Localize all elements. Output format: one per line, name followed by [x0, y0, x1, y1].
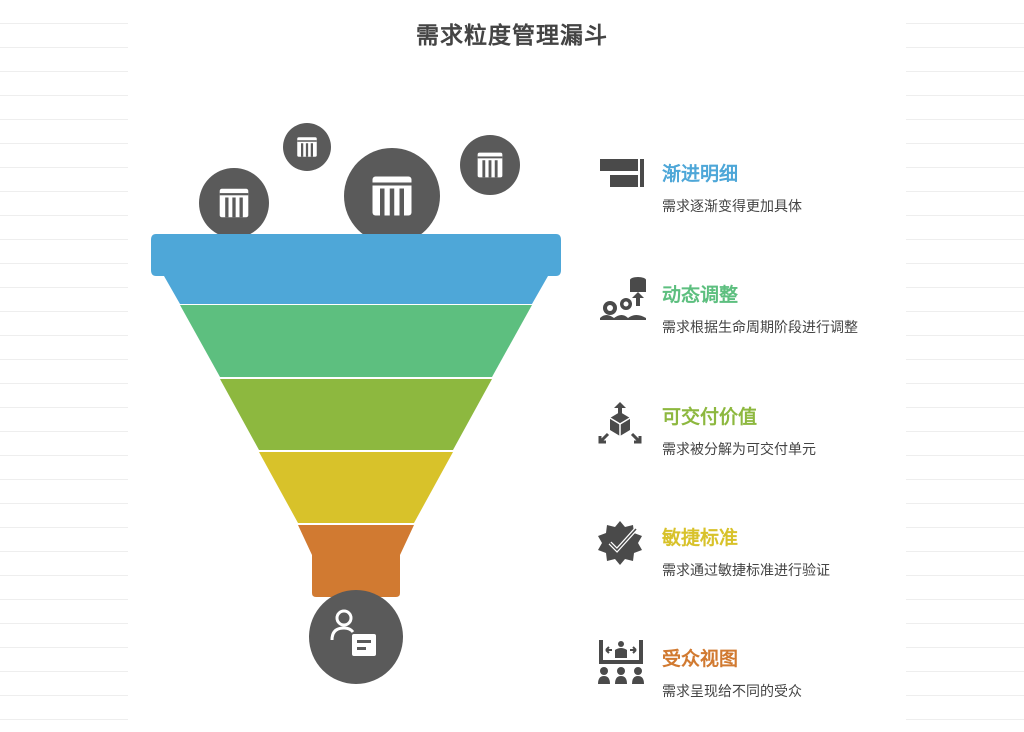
legend-desc: 需求通过敏捷标准进行验证 — [662, 563, 830, 579]
legend-label: 可交付价值 — [662, 406, 758, 428]
legend-item-audience: 受众视图 需求呈现给不同的受众 — [596, 640, 896, 730]
funnel-band-blue — [151, 234, 561, 304]
grid-ball-icon — [460, 135, 520, 195]
funnel-band-green — [180, 305, 532, 377]
background-lines-right — [906, 0, 1024, 732]
funnel-band-orange — [298, 525, 414, 597]
grid-ball-icon — [344, 148, 440, 244]
legend-desc: 需求呈现给不同的受众 — [662, 684, 802, 700]
legend-label: 动态调整 — [662, 284, 739, 306]
grid-ball-icon — [199, 168, 269, 238]
grid-ball-icon — [283, 123, 331, 171]
legend-item-agile: 敏捷标准 需求通过敏捷标准进行验证 — [596, 519, 896, 609]
legend-label: 渐进明细 — [662, 163, 739, 185]
background-lines-left — [0, 0, 128, 732]
progressive-bars-icon — [600, 159, 644, 187]
legend-desc: 需求根据生命周期阶段进行调整 — [662, 320, 858, 336]
legend-desc: 需求被分解为可交付单元 — [662, 442, 816, 458]
gear-database-icon — [600, 277, 646, 320]
person-document-icon — [309, 590, 403, 684]
audience-presentation-icon — [598, 640, 644, 684]
legend-item-progressive: 渐进明细 需求逐渐变得更加具体 — [596, 155, 896, 245]
legend-item-dynamic: 动态调整 需求根据生命周期阶段进行调整 — [596, 276, 896, 366]
legend-desc: 需求逐渐变得更加具体 — [662, 199, 802, 215]
funnel-band-yellow — [259, 452, 453, 523]
legend-item-value: 可交付价值 需求被分解为可交付单元 — [596, 398, 896, 488]
check-badge-icon — [598, 521, 642, 565]
box-arrows-icon — [598, 402, 642, 444]
page-title: 需求粒度管理漏斗 — [416, 23, 608, 49]
funnel-band-lime — [220, 379, 492, 450]
legend-label: 敏捷标准 — [662, 527, 739, 549]
legend-label: 受众视图 — [662, 648, 739, 670]
